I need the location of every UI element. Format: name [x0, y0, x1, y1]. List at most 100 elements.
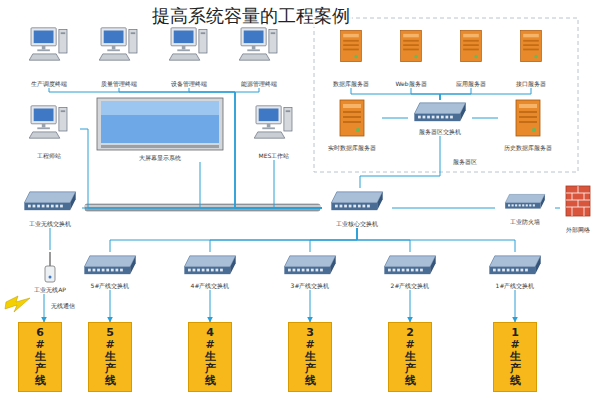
device-label: 1#产线交换机 [483, 282, 547, 290]
device-label: 工业无线AP [22, 286, 78, 294]
network-switch: 2#产线交换机 [378, 252, 442, 290]
diagram-title: 提高系统容量的工程案例 [150, 5, 352, 27]
network-link [44, 294, 45, 322]
label-patch: 1#产线交换机 [495, 282, 536, 289]
label-patch: 服务器区交换机 [418, 128, 462, 135]
label-patch: 工程师站 [36, 152, 62, 159]
network-link [392, 208, 495, 209]
network-link [310, 228, 357, 252]
device-label: 工业防火墙 [495, 218, 555, 226]
device-label: 4#产线交换机 [178, 282, 242, 290]
network-link [515, 290, 516, 322]
device-label: 2#产线交换机 [378, 282, 442, 290]
production-line: 3#生产线 [288, 322, 332, 392]
label-patch: MES工作站 [258, 152, 291, 159]
label-patch: 2#产线交换机 [390, 282, 431, 289]
label-patch: 接口服务器 [515, 80, 547, 87]
network-switch: 4#产线交换机 [178, 252, 242, 290]
network-link [50, 228, 51, 250]
firewall: 外部网络 [560, 182, 596, 234]
device-label: 服务器区交换机 [408, 128, 472, 136]
network-switch: 服务器区交换机 [408, 100, 472, 136]
core-switch: 工业核心交换机 [322, 188, 392, 228]
network-link [274, 160, 322, 208]
network-switch: 3#产线交换机 [278, 252, 342, 290]
server: 应用服务器 [442, 24, 500, 88]
label-patch: 工业无线交换机 [28, 220, 72, 227]
production-line: 4#生产线 [188, 322, 232, 392]
server: 接口服务器 [502, 24, 560, 88]
firewall-router: 工业防火墙 [495, 190, 555, 226]
label-patch: 数据库服务器 [332, 80, 370, 87]
line-label: 6#生产线 [35, 327, 46, 387]
label-patch: 历史数据库服务器 [503, 144, 553, 151]
device-label: 大屏幕显示系统 [95, 154, 225, 162]
network-link [382, 118, 408, 119]
label-patch: 应用服务器 [455, 80, 487, 87]
device-label: 质量管理终端 [88, 80, 150, 88]
network-link [555, 208, 560, 209]
label-patch: 5#产线交换机 [90, 282, 131, 289]
label-patch: 工业核心交换机 [335, 220, 379, 227]
workstation: MES工作站 [243, 98, 305, 160]
network-link [210, 228, 357, 252]
server: 数据库服务器 [322, 24, 380, 88]
production-line: 2#生产线 [388, 322, 432, 392]
network-link [235, 88, 322, 208]
network-link [411, 88, 440, 100]
workstation: 质量管理终端 [88, 24, 150, 88]
device-label: 能源管理终端 [228, 80, 290, 88]
network-link [119, 88, 322, 208]
workstation: 设备管理终端 [158, 24, 220, 88]
workstation: 生产调度终端 [18, 24, 80, 88]
label-patch: 质量管理终端 [100, 80, 138, 87]
device-label: 生产调度终端 [18, 80, 80, 88]
network-link [110, 290, 111, 322]
device-label: MES工作站 [243, 152, 305, 160]
label-patch: Web服务器 [394, 80, 427, 87]
network-link [410, 290, 411, 322]
server: 实时数据库服务器 [322, 96, 382, 152]
network-link [351, 88, 440, 100]
device-label: 3#产线交换机 [278, 282, 342, 290]
network-link [472, 118, 498, 119]
network-link [200, 162, 322, 208]
server: 历史数据库服务器 [498, 96, 558, 152]
label-patch: 工业无线AP [33, 286, 67, 293]
network-link [189, 88, 322, 208]
device-label: 接口服务器 [502, 80, 560, 88]
workstation: 工程师站 [18, 98, 80, 160]
line-label: 3#生产线 [305, 327, 316, 387]
network-link [440, 88, 531, 100]
device-label: Web服务器 [382, 80, 440, 88]
network-switch: 5#产线交换机 [78, 252, 142, 290]
production-line: 6#生产线 [18, 322, 62, 392]
network-link [80, 129, 322, 208]
label-patch: 4#产线交换机 [190, 282, 231, 289]
network-link [110, 228, 357, 252]
line-label: 1#生产线 [510, 327, 521, 387]
label-patch: 外部网络 [565, 226, 591, 233]
device-label: 设备管理终端 [158, 80, 220, 88]
display-wall: 大屏幕显示系统 [95, 96, 225, 162]
network-switch: 工业无线交换机 [18, 188, 82, 228]
line-label: 4#生产线 [205, 327, 216, 387]
device-label: 数据库服务器 [322, 80, 380, 88]
line-label: 5#生产线 [105, 327, 116, 387]
label-patch: 生产调度终端 [30, 80, 68, 87]
device-label: 5#产线交换机 [78, 282, 142, 290]
note-label: 服务器区 [452, 158, 478, 166]
network-link [82, 208, 322, 209]
network-link [210, 290, 211, 322]
network-link [310, 290, 311, 322]
label-patch: 能源管理终端 [240, 80, 278, 87]
label-patch: 3#产线交换机 [290, 282, 331, 289]
line-label: 2#生产线 [405, 327, 416, 387]
device-label: 工程师站 [18, 152, 80, 160]
production-line: 5#生产线 [88, 322, 132, 392]
note-label: 无线通信 [50, 302, 76, 310]
network-link [357, 228, 515, 252]
label-patch: 工业防火墙 [509, 218, 541, 225]
device-label: 实时数据库服务器 [322, 144, 382, 152]
